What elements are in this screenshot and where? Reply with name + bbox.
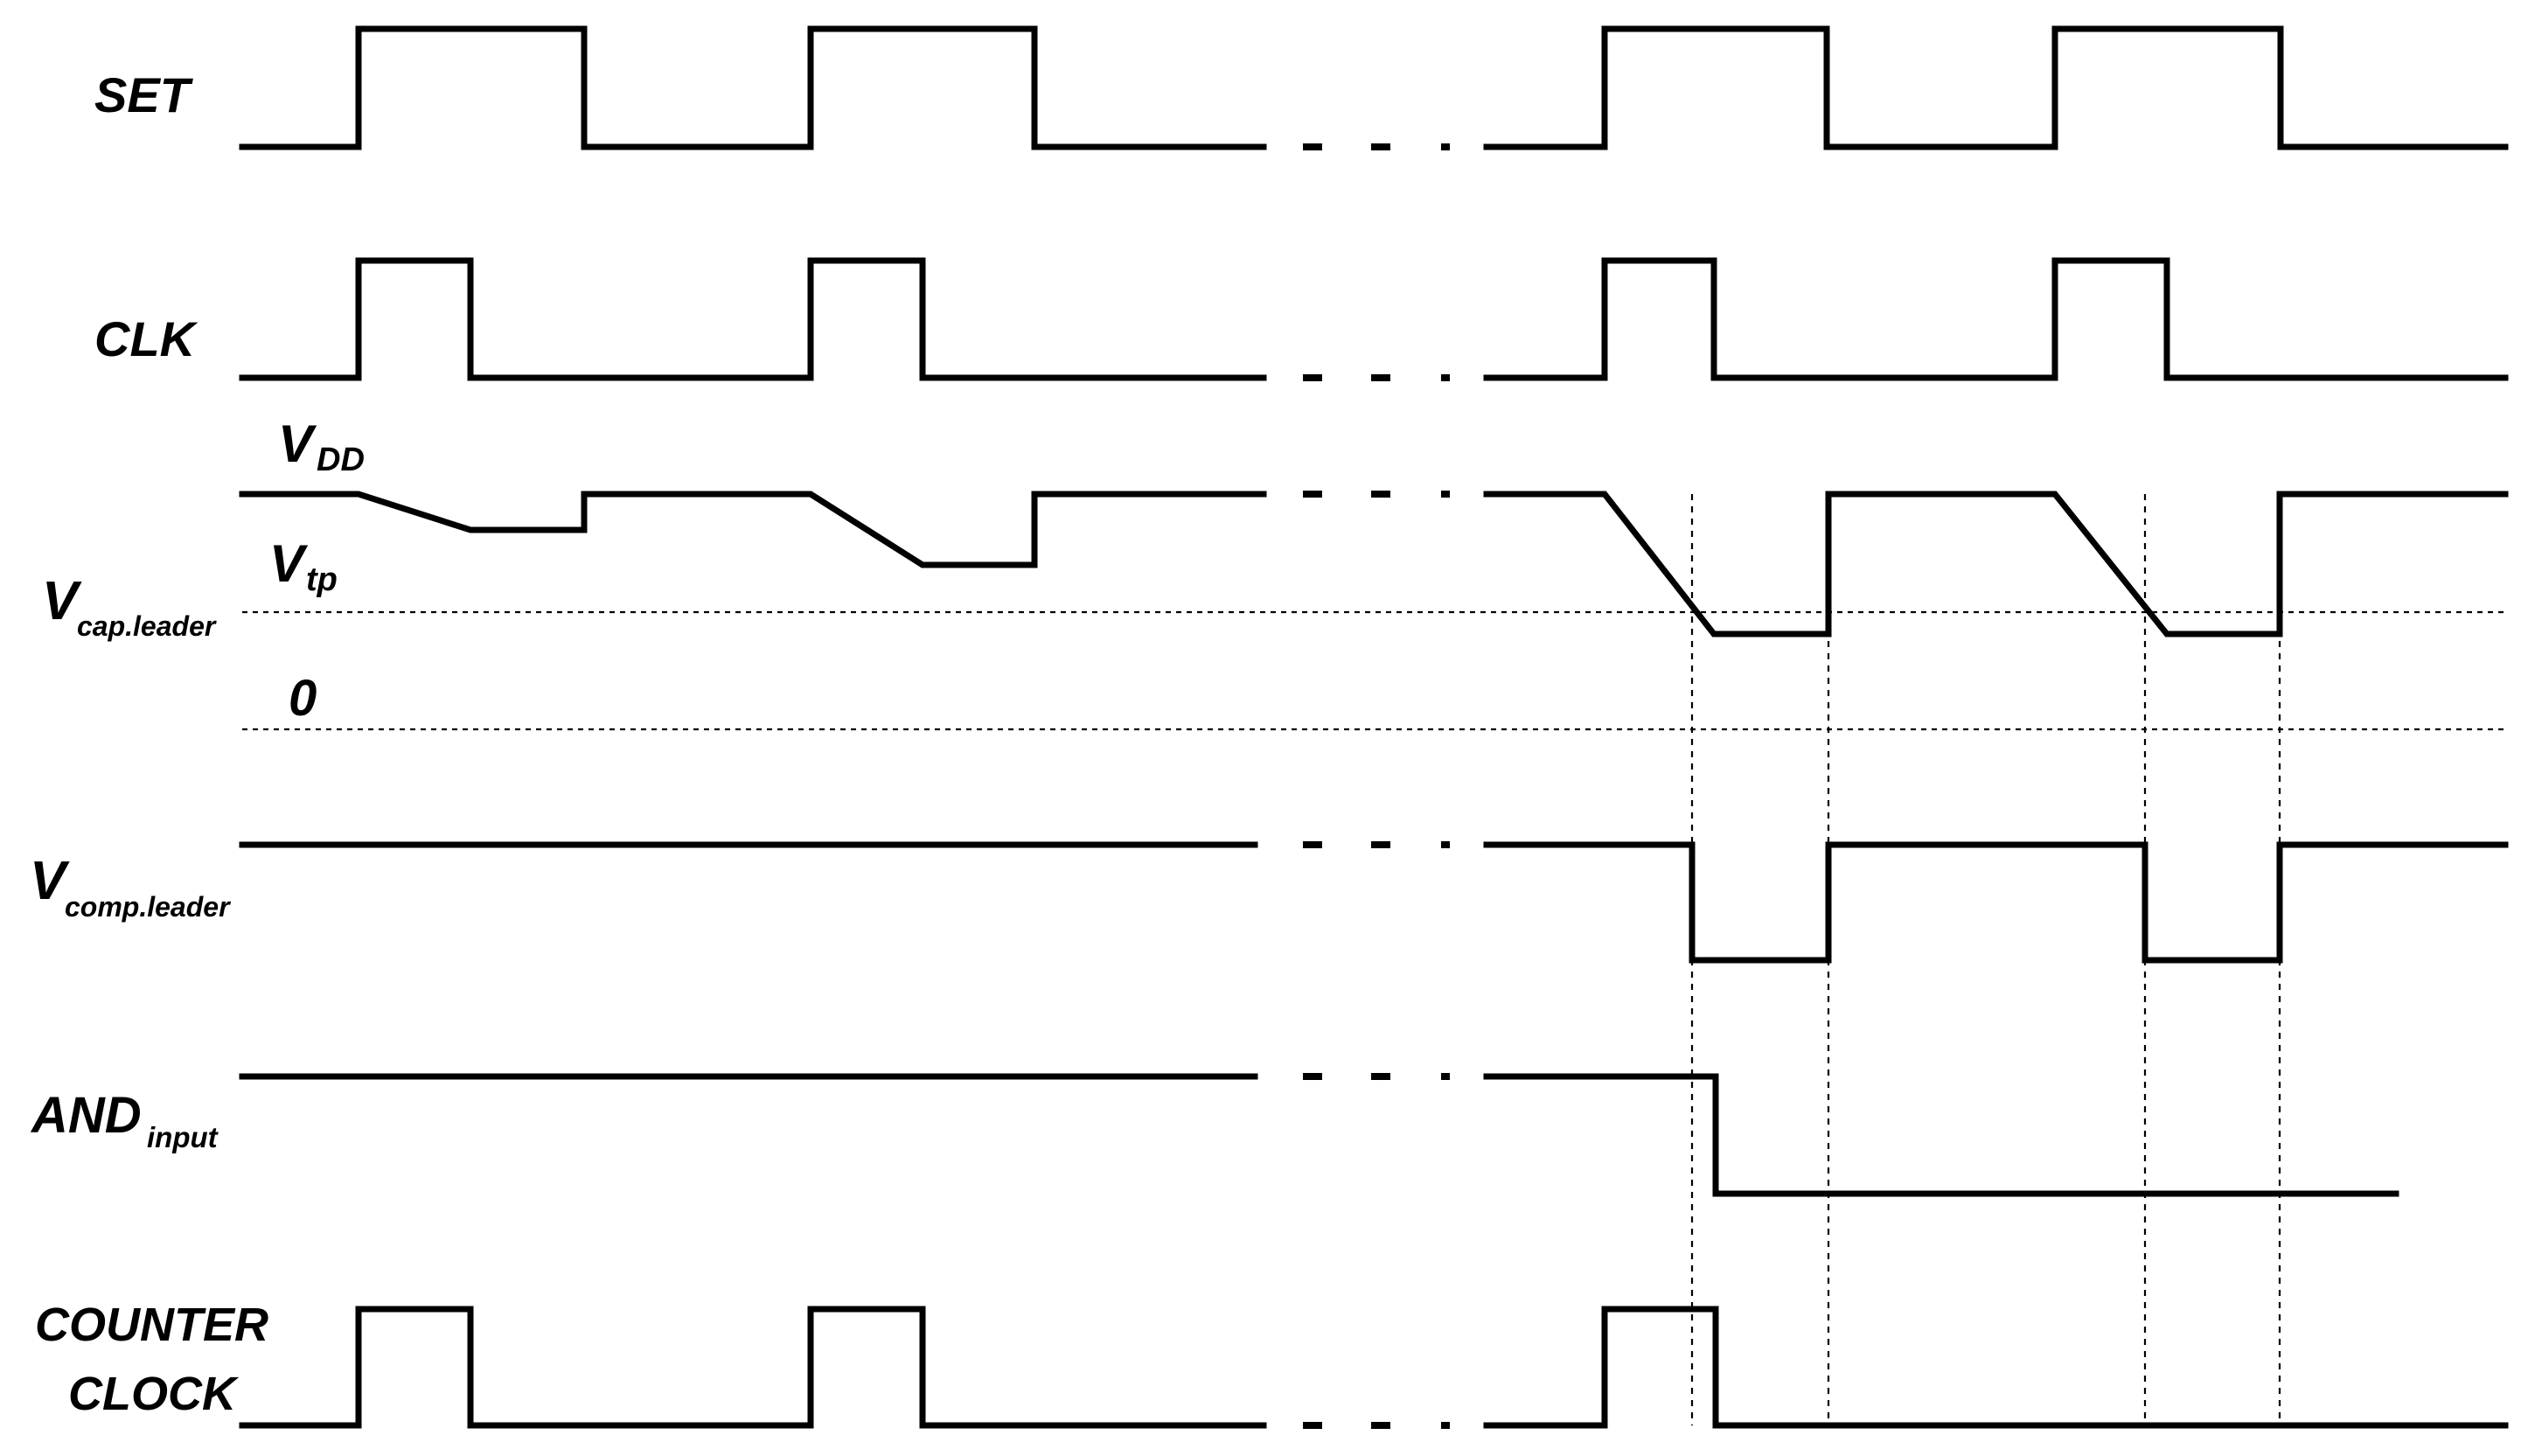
label-clock: CLOCK [68,1368,240,1420]
vcap-leader-waveform [239,491,2509,637]
label-counter: COUNTER [35,1299,268,1351]
label-vtp-sub: tp [306,561,338,598]
ellipsis-vcomp [1303,841,1450,848]
label-vcap-leader: V cap.leader [42,571,217,642]
ellipsis-clk [1303,374,1450,381]
label-vdd-sub: DD [317,442,365,478]
ellipsis-counter [1303,1422,1450,1429]
set-waveform [239,25,2509,150]
label-vcap-main: V [42,571,82,631]
label-and-main: AND [30,1087,142,1144]
label-and-input: AND input [30,1087,219,1153]
label-vtp-main: V [269,534,309,593]
ellipsis-vcap [1303,491,1450,498]
label-vcomp-main: V [30,851,70,911]
counter-clock-waveform [239,1306,2509,1429]
label-set: SET [94,67,194,122]
label-vcomp-leader: V comp.leader [30,851,231,923]
ellipsis-and [1303,1073,1450,1080]
vcomp-leader-waveform [239,841,2509,964]
label-vcap-sub: cap.leader [77,610,217,642]
label-and-sub: input [147,1121,219,1153]
clk-waveform [239,257,2509,381]
and-input-waveform [239,1073,2399,1197]
label-clk: CLK [94,311,198,366]
label-vtp: V tp [269,534,338,598]
label-vdd: V DD [278,415,365,478]
label-zero: 0 [289,670,317,727]
label-vdd-main: V [278,415,317,473]
label-vcomp-sub: comp.leader [65,891,231,923]
ellipsis-set [1303,143,1450,150]
